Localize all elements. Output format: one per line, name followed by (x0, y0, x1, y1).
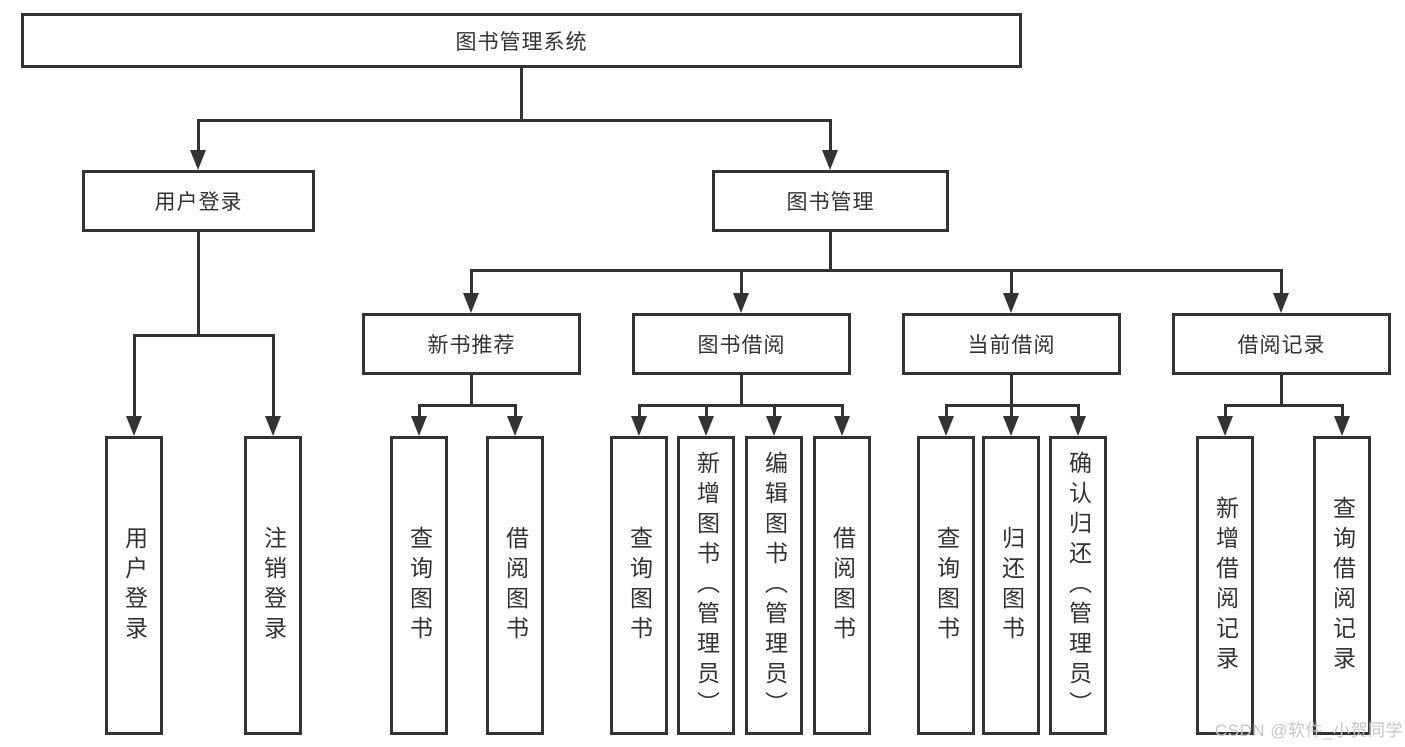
arrow-down-icon (631, 416, 647, 436)
connector-line (705, 404, 708, 418)
node-label: 查询借阅记录 (1329, 495, 1356, 676)
arrow-down-icon (822, 150, 838, 170)
node-label: 当前借阅 (967, 334, 1056, 357)
node-label: 图书借阅 (697, 334, 786, 357)
arrow-down-icon (733, 293, 749, 313)
arrow-down-icon (938, 416, 954, 436)
node-label: 借阅记录 (1237, 334, 1326, 357)
connector-line (1280, 269, 1283, 296)
connector-line (470, 269, 1283, 272)
node-label: 查询图书 (626, 525, 653, 646)
connector-line (133, 334, 136, 420)
arrow-down-icon (834, 416, 850, 436)
csdn-watermark: CSDN @软件_小贺同学 (1214, 721, 1403, 740)
node-label: 新增借阅记录 (1212, 495, 1239, 676)
connector-line (1010, 404, 1013, 418)
arrow-down-icon (507, 416, 523, 436)
arrow-down-icon (411, 416, 427, 436)
arrow-down-icon (1334, 416, 1350, 436)
node-label: 借阅图书 (829, 525, 856, 646)
node-label: 用户登录 (154, 191, 243, 214)
connector-line (638, 404, 641, 418)
node-label: 查询图书 (933, 525, 960, 646)
connector-line (1224, 404, 1227, 418)
node-borrowing-records: 借阅记录 (1172, 313, 1391, 375)
connector-line (1010, 375, 1013, 407)
arrow-down-icon (126, 416, 142, 436)
connector-line (418, 404, 421, 418)
arrow-down-icon (766, 416, 782, 436)
leaf-node-edit-book-admin: 编辑图书（管理员） (745, 436, 803, 735)
node-label: 新增图书（管理员） (693, 450, 720, 721)
leaf-node-add-book-admin: 新增图书（管理员） (677, 436, 735, 735)
leaf-node-borrow-books-recommend: 借阅图书 (486, 436, 544, 735)
connector-line (740, 375, 743, 407)
node-user-login: 用户登录 (82, 170, 315, 232)
connector-line (1224, 404, 1344, 407)
leaf-node-user-login: 用户登录 (105, 436, 163, 735)
arrow-down-icon (1003, 293, 1019, 313)
connector-line (1077, 404, 1080, 418)
node-label: 图书管理 (786, 191, 875, 214)
arrow-down-icon (190, 150, 206, 170)
node-label: 图书管理系统 (455, 30, 588, 54)
leaf-node-query-borrow-record: 查询借阅记录 (1313, 436, 1371, 735)
connector-line (272, 334, 275, 420)
node-current-borrowing: 当前借阅 (902, 313, 1121, 375)
connector-line (197, 119, 200, 153)
connector-line (133, 334, 275, 337)
node-book-borrowing: 图书借阅 (632, 313, 851, 375)
node-label: 新书推荐 (427, 334, 516, 357)
node-label: 用户登录 (121, 525, 148, 646)
arrow-down-icon (463, 293, 479, 313)
connector-line (1280, 375, 1283, 407)
connector-line (945, 404, 948, 418)
leaf-node-logout: 注销登录 (244, 436, 302, 735)
arrow-down-icon (1070, 416, 1086, 436)
connector-line (740, 269, 743, 296)
arrow-down-icon (1273, 293, 1289, 313)
connector-line (841, 404, 844, 418)
arrow-down-icon (1217, 416, 1233, 436)
leaf-node-return-books: 归还图书 (982, 436, 1040, 735)
leaf-node-query-books-recommend: 查询图书 (390, 436, 448, 735)
arrow-down-icon (265, 416, 281, 436)
connector-line (418, 404, 517, 407)
node-label: 注销登录 (260, 525, 287, 646)
connector-line (638, 404, 844, 407)
connector-line (470, 375, 473, 407)
leaf-node-confirm-return-admin: 确认归还（管理员） (1049, 436, 1107, 735)
connector-line (197, 119, 832, 122)
leaf-node-borrow-books: 借阅图书 (813, 436, 871, 735)
connector-line (829, 232, 832, 272)
arrow-down-icon (698, 416, 714, 436)
leaf-node-query-books-borrowing: 查询图书 (610, 436, 668, 735)
connector-line (773, 404, 776, 418)
node-label: 归还图书 (998, 525, 1025, 646)
node-label: 编辑图书（管理员） (761, 450, 788, 721)
connector-line (514, 404, 517, 418)
node-label: 查询图书 (406, 525, 433, 646)
node-label: 借阅图书 (502, 525, 529, 646)
connector-line (197, 232, 200, 337)
connector-line (520, 68, 523, 122)
leaf-node-query-books-current: 查询图书 (917, 436, 975, 735)
connector-line (829, 119, 832, 153)
arrow-down-icon (1003, 416, 1019, 436)
connector-line (1341, 404, 1344, 418)
leaf-node-add-borrow-record: 新增借阅记录 (1196, 436, 1254, 735)
node-book-management: 图书管理 (712, 170, 949, 232)
connector-line (470, 269, 473, 296)
node-new-book-recommend: 新书推荐 (362, 313, 581, 375)
node-label: 确认归还（管理员） (1065, 450, 1092, 721)
connector-line (1010, 269, 1013, 296)
node-library-system: 图书管理系统 (21, 13, 1022, 68)
